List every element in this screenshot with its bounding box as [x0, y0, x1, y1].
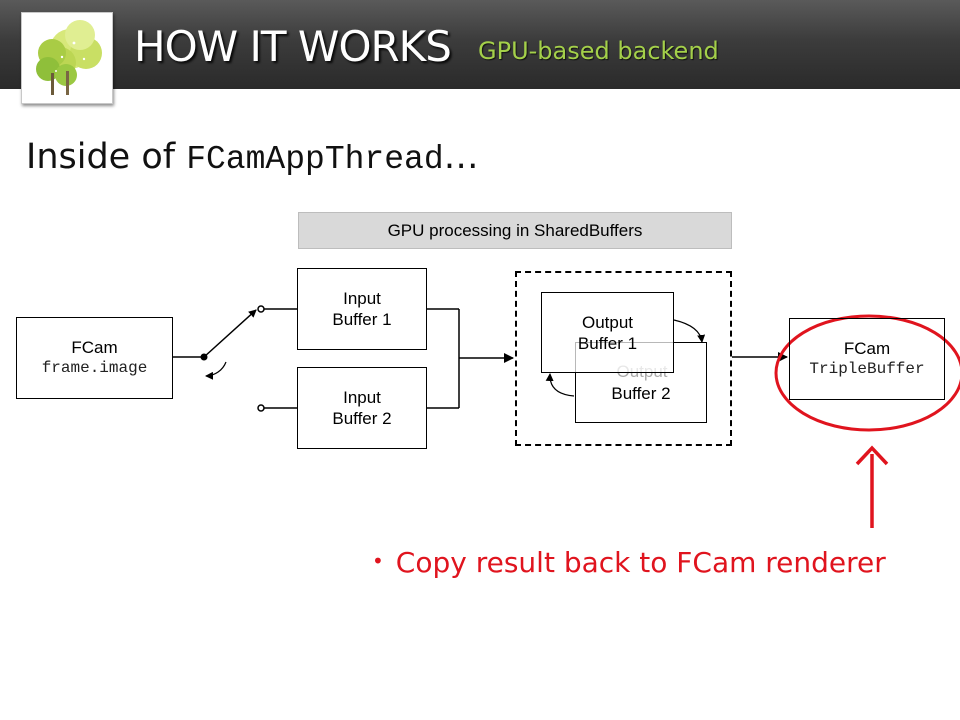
- highlight-ellipse: [774, 314, 960, 432]
- input-buffer-2: Input Buffer 2: [297, 367, 427, 449]
- gpu-processing-label: GPU processing in SharedBuffers: [298, 212, 732, 249]
- output-buffer-1: Output Buffer 1: [541, 292, 674, 373]
- output1-line1: Output: [581, 312, 634, 332]
- slide-title: HOW IT WORKS: [134, 22, 452, 71]
- tree-logo-icon: [21, 12, 113, 104]
- output2-line2: Buffer 2: [611, 384, 671, 403]
- heading-suffix: …: [443, 137, 479, 177]
- title-bar: HOW IT WORKS GPU-based backend: [0, 0, 960, 104]
- input1-line1: Input: [343, 289, 381, 308]
- heading-prefix: Inside of: [26, 137, 187, 177]
- heading-code: FCamAppThread: [186, 141, 444, 178]
- output-buffers-group: [515, 271, 732, 446]
- source-label: FCam: [71, 338, 118, 357]
- source-code: frame.image: [41, 359, 148, 377]
- target-code: TripleBuffer: [809, 360, 925, 378]
- caption-text: Copy result back to FCam renderer: [395, 546, 886, 579]
- target-label: FCam: [843, 339, 891, 358]
- fcam-frame-image-box: FCam frame.image: [16, 317, 173, 399]
- input1-line2: Buffer 1: [332, 310, 392, 329]
- switch-terminal-1: [257, 305, 265, 313]
- bullet-caption: • Copy result back to FCam renderer: [372, 544, 886, 580]
- input2-line1: Input: [343, 388, 381, 407]
- fcam-triplebuffer-box: FCam TripleBuffer: [789, 318, 945, 400]
- output1-line2: Buffer 1: [577, 333, 638, 353]
- switch-terminal-2: [257, 404, 265, 412]
- input-buffer-1: Input Buffer 1: [297, 268, 427, 350]
- bullet-icon: •: [372, 549, 384, 573]
- slide-heading: Inside of FCamAppThread…: [26, 136, 479, 181]
- slide-subtitle: GPU-based backend: [478, 37, 719, 65]
- input2-line2: Buffer 2: [332, 409, 392, 428]
